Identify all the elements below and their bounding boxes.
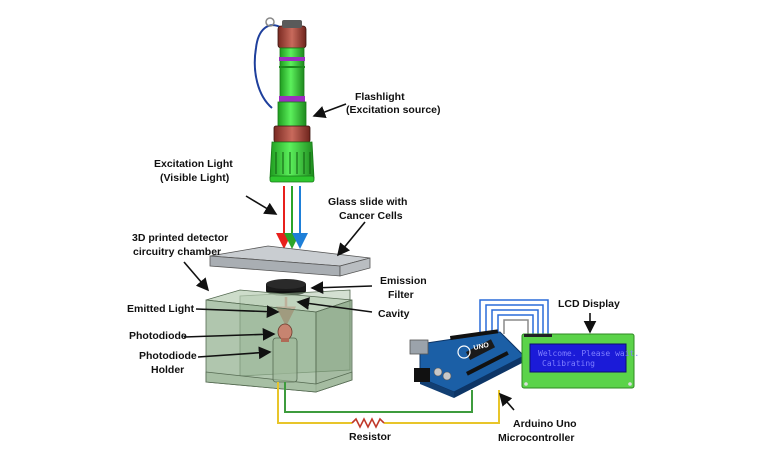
arrow-photodiode [183,327,276,341]
label-photodiode: Photodiode [129,330,187,342]
lcd-line-1: Welcome. Please wait. [538,349,639,358]
wire-yellow-left [277,382,352,424]
lcd-line-2: Calibrating [542,359,595,368]
lcd-wire-2 [485,304,544,334]
arrow-emitted [195,305,280,318]
label-emission-1: Emission [380,275,427,287]
pointer-arrows [183,103,597,411]
arduino-uno-board: UNO [409,329,525,398]
label-glass-1: Glass slide with [328,196,407,208]
lcd-wire-1 [479,299,549,334]
lcd-wire-5 [503,319,529,334]
arduino-brand-text: UNO [473,342,490,352]
label-emission-2: Filter [388,289,414,301]
label-flashlight-2: (Excitation source) [346,104,441,116]
arrow-arduino [498,392,515,411]
flashlight-band-3 [279,96,305,102]
flashlight [253,17,315,183]
arduino-chip [465,339,496,361]
flashlight-band-2 [279,66,305,68]
flashlight-tailcap-top [282,20,302,28]
wire-yellow-right [384,390,500,424]
flashlight-lanyard-ring [265,17,275,27]
label-resistor: Resistor [349,431,391,443]
label-chamber-1: 3D printed detector [132,232,228,244]
arrow-flashlight [312,103,347,119]
lcd-module: Welcome. Please wait. Calibrating [521,333,639,389]
flashlight-head-fins [275,152,311,174]
arduino-power-jack [414,368,430,382]
arrow-excitation [245,195,278,215]
arrow-holder [197,346,272,360]
arduino-usb-port [409,339,429,355]
label-emitted-light: Emitted Light [127,303,195,315]
arrow-cavity [296,297,373,313]
lcd-screen [529,343,627,373]
label-arduino-1: Arduino Uno [513,418,577,430]
photodiode-shape [277,323,293,341]
excitation-beams [276,186,308,249]
label-glass-2: Cancer Cells [339,210,403,222]
flashlight-body-upper [279,47,305,101]
label-excitation-2: (Visible Light) [160,172,229,184]
label-lcd: LCD Display [558,298,620,310]
arrow-emission [310,281,373,295]
label-holder-1: Photodiode [139,350,197,362]
label-flashlight-1: Flashlight [355,91,405,103]
label-arduino-2: Microcontroller [498,432,574,444]
diagram-labels: Flashlight (Excitation source) Excitatio… [127,91,620,444]
label-chamber-2: circuitry chamber [133,246,221,258]
wire-green [284,382,473,413]
label-excitation-1: Excitation Light [154,158,233,170]
flashlight-band-1 [279,57,305,61]
circuit-wires [277,299,549,429]
flashlight-lens-rim [269,175,315,183]
flashlight-neck [273,125,311,143]
label-cavity: Cavity [378,308,410,320]
lcd-wire-4 [497,314,534,334]
lcd-wire-3 [491,309,539,334]
photodiode-holder-shape [272,337,298,383]
arrow-chamber [183,261,210,292]
label-holder-2: Holder [151,364,184,376]
arrow-glass [336,221,366,257]
flashlight-body-lower [277,101,307,131]
resistor-symbol [351,417,385,429]
glass-slide [209,245,371,277]
flashlight-tailcap [277,25,307,49]
flashlight-head [269,141,315,179]
photodiode-assembly [272,323,298,383]
